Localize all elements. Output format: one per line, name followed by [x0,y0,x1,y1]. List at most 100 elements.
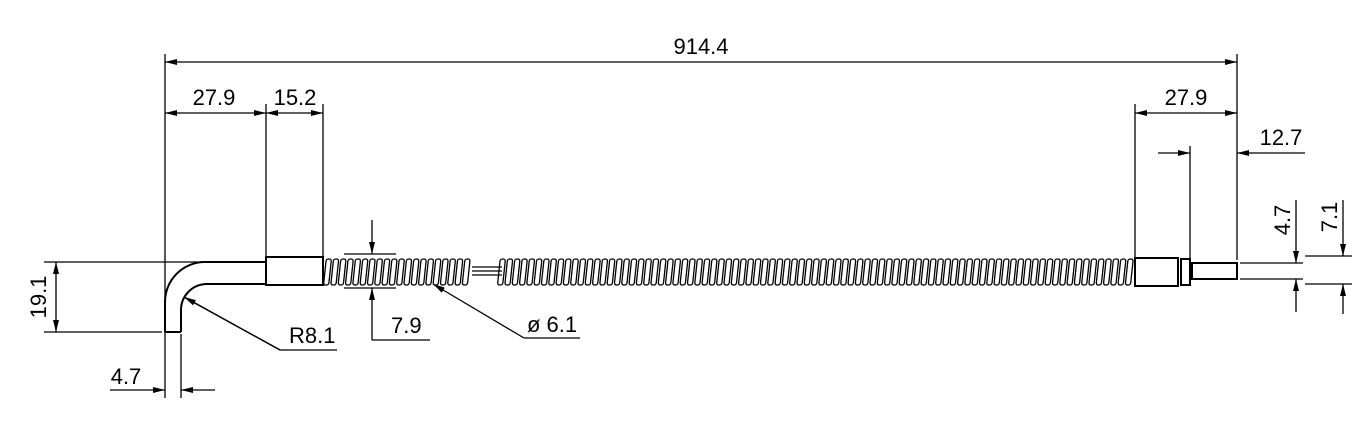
dim-label: R8.1 [289,323,335,348]
sheath-coil [905,258,915,286]
sheath-coil [540,258,550,286]
sheath-coil [774,258,784,286]
sheath-coil [497,258,506,286]
sheath-coil [883,258,893,286]
sheath-coil [1000,258,1010,286]
sheath-coil [789,258,798,286]
sheath-coil [759,258,769,286]
dim-label: 7.9 [391,313,422,338]
sheath-coil [832,258,842,286]
sheath-coil [337,258,347,286]
sheath-coil [1059,258,1068,286]
dim-label: 914.4 [673,34,728,59]
sheath-coil [796,258,806,286]
sheath-coil [1066,258,1076,286]
sheath-coil [949,258,959,286]
dim-label: 15.2 [274,85,317,110]
sheath-coil [1015,258,1025,286]
sheath-coil [511,258,521,286]
sheath-coil [330,258,340,286]
sheath-coil [935,258,944,286]
sheath-coil [650,258,660,286]
sheath-coil [891,258,901,286]
sheath-coil [359,258,369,286]
sheath-coil [956,258,966,286]
sheath-coil [1095,258,1105,286]
sheath-coil [876,258,886,286]
connector-ring [1180,258,1191,286]
sheath-coil [352,258,362,286]
armored-sheath [323,258,1134,286]
sheath-coil [621,258,630,286]
sheath-coil [964,258,974,286]
sheath-coil [526,258,536,286]
right-ferrule [1134,257,1179,287]
sheath-coil [533,258,543,286]
sheath-coil [1117,258,1127,286]
sheath-coil [986,258,995,286]
sheath-coil [1008,258,1017,286]
sheath-coil [862,258,871,286]
sheath-coil [323,258,332,286]
sheath-coil [723,258,733,286]
sheath-coil [1051,258,1061,286]
sheath-coil [781,258,791,286]
sheath-coil [971,258,981,286]
sheath-coil [454,258,464,286]
sheath-coil [869,258,879,286]
sheath-coil [942,258,952,286]
sheath-coil [628,258,638,286]
sheath-coil [425,258,435,286]
left-ferrule [265,256,324,286]
sheath-coil [548,258,557,286]
sheath-coil [825,258,835,286]
sheath-coil [635,258,645,286]
sheath-coil [381,258,391,286]
sheath-coil [1073,258,1083,286]
dim-label: 4.7 [111,364,142,389]
sheath-coil [752,258,762,286]
sheath-coil [840,258,849,286]
right-connector [1134,257,1238,287]
sheath-coil [518,258,528,286]
sheath-coil [708,258,718,286]
sheath-coil [664,258,674,286]
sheath-coil [694,258,703,286]
sheath-coil [767,258,776,286]
sheath-coil [1088,258,1098,286]
sheath-coil [898,258,908,286]
dim-overall-length: 914.4 [164,34,1238,398]
sheath-coil [461,258,471,286]
sheath-coil [570,258,579,286]
sheath-coil [716,258,725,286]
sheath-coil [388,258,398,286]
sheath-coil [555,258,565,286]
sheath-coil [993,258,1003,286]
sheath-coil [562,258,572,286]
sheath-coil [810,258,820,286]
sheath-coil [366,258,376,286]
sheath-coil [737,258,747,286]
sheath-coil [643,258,652,286]
dim-label: 19.1 [26,276,51,319]
sheath-coil [591,258,601,286]
sheath-coil [410,258,420,286]
dim-right-diameters: 4.7 7.1 [1240,200,1352,314]
sheath-coil [920,258,930,286]
sheath-coil [613,258,623,286]
dim-label: 12.7 [1260,125,1303,150]
sheath-coil [1044,258,1054,286]
sheath-coil [854,258,864,286]
sheath-coil [679,258,689,286]
sheath-coil [818,258,828,286]
bent-probe [164,261,266,333]
sheath-coil [701,258,711,286]
sheath-coil [657,258,667,286]
sheath-coil [439,258,449,286]
sheath-coil [1037,258,1047,286]
dim-label: 4.7 [1270,205,1295,236]
sheath-coil [745,258,755,286]
sheath-coil [672,258,682,286]
connector-tip [1191,262,1238,280]
